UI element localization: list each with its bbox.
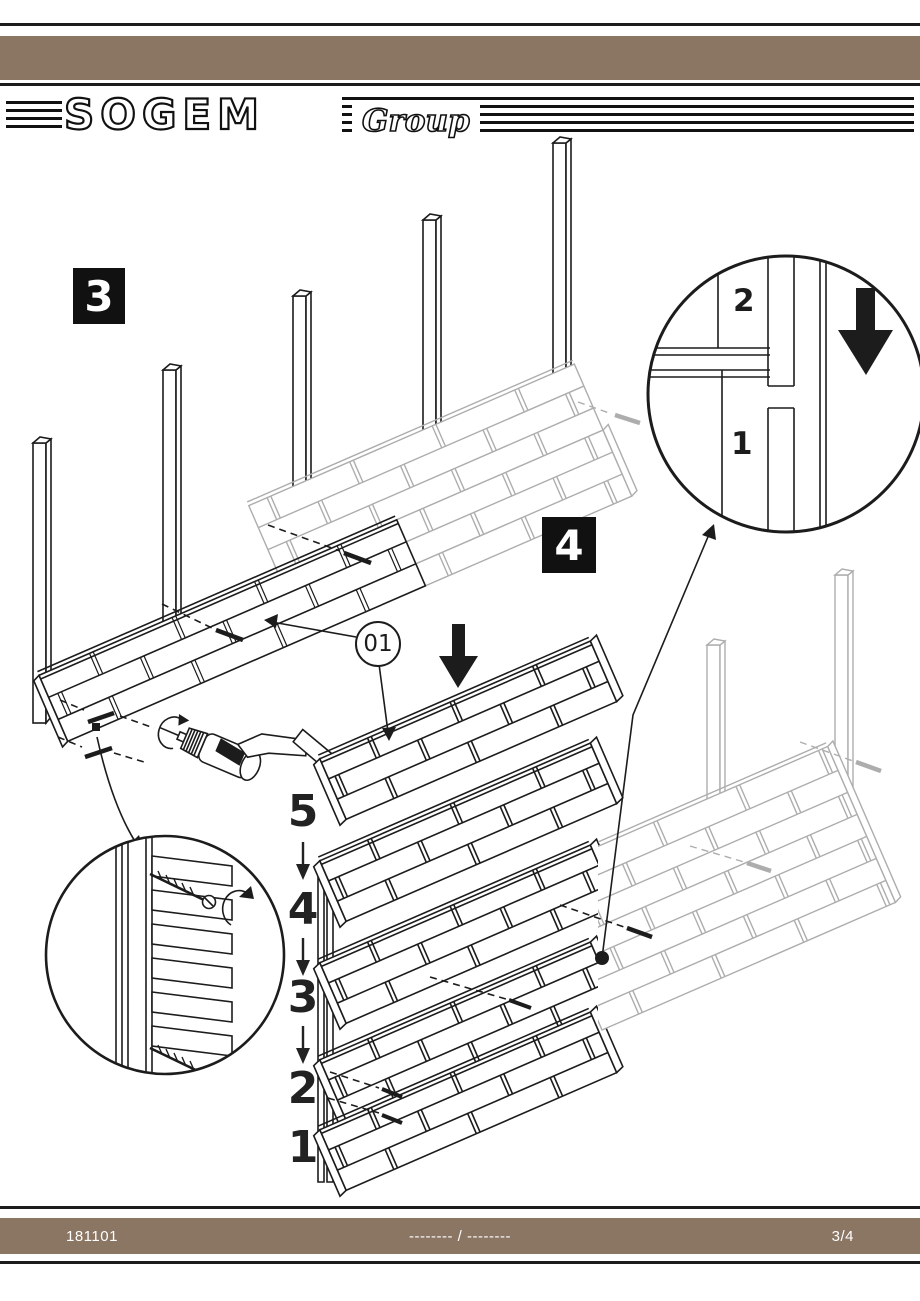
step4-ghost-wall	[598, 739, 902, 1031]
illustration	[32, 136, 920, 1198]
step4-badge: 4	[542, 517, 596, 573]
screw-icon	[626, 925, 653, 940]
step3-badge: 3	[73, 268, 125, 324]
logo-script: Group	[352, 102, 480, 140]
joint-label-lower: 1	[731, 426, 753, 462]
screw-icon	[855, 759, 882, 774]
footer-doc-number: 181101	[66, 1227, 118, 1245]
detail-connector-arrow	[595, 524, 716, 965]
logo-stripe	[342, 129, 914, 132]
screw-icon	[381, 1113, 403, 1125]
sequence-number-2: 2	[287, 1063, 319, 1114]
logo-stripe	[342, 121, 914, 124]
footer-bar: 181101 -------- / -------- 3/4	[0, 1218, 920, 1254]
step4-panel-stack	[310, 633, 627, 1198]
footer-rule-bottom	[0, 1261, 920, 1264]
screw-icon	[149, 870, 217, 910]
footer-rule-top	[0, 1206, 920, 1209]
down-arrow-icon	[296, 842, 310, 880]
header-brand-bar	[0, 36, 920, 80]
logo-stripe	[6, 125, 62, 128]
detail-callout-joint	[646, 254, 920, 534]
footer-page-indicator: 3/4	[831, 1227, 854, 1245]
down-arrow-icon	[296, 1026, 310, 1064]
sequence-number-4: 4	[287, 884, 319, 935]
logo-stripe	[6, 109, 62, 112]
rotation-arrow-icon	[157, 716, 182, 750]
sequence-number-3: 3	[287, 972, 319, 1023]
logo-stripe	[342, 105, 914, 108]
screw-icon	[84, 745, 113, 760]
header-rule-bottom	[0, 83, 920, 86]
header-rule-top	[0, 23, 920, 26]
part-ref-leaders	[264, 614, 396, 741]
detail-callout-fastening	[44, 834, 286, 1076]
logo-stripe	[6, 117, 62, 120]
sequence-arrows	[296, 842, 310, 1064]
step3-fasteners	[57, 524, 372, 763]
joint-down-arrow-icon	[838, 288, 893, 375]
rotation-arrow-icon	[221, 886, 254, 926]
sequence-number-1: 1	[287, 1122, 319, 1173]
logo-stripe	[6, 101, 62, 104]
joint-label-upper: 2	[733, 283, 755, 319]
rotation-arrow-icon	[178, 713, 190, 726]
down-arrow-icon	[296, 938, 310, 976]
footer-date-placeholder: -------- / --------	[409, 1227, 511, 1245]
screw-icon	[87, 710, 115, 725]
fastener-point	[92, 723, 100, 731]
screw-icon	[508, 998, 532, 1010]
logo-wordmark: SOGEM	[63, 89, 265, 140]
step3-wall	[32, 359, 638, 749]
screw-icon	[381, 1087, 403, 1099]
logo-stripe	[342, 113, 914, 116]
insert-down-arrow-icon	[439, 624, 478, 688]
step4-fasteners	[327, 741, 882, 1125]
screw-icon	[343, 550, 372, 566]
sequence-number-5: 5	[287, 786, 319, 837]
screw-icon	[746, 860, 772, 874]
screw-icon	[577, 401, 641, 426]
logo-stripe	[342, 97, 914, 100]
part-ref-01: 01	[355, 621, 401, 667]
screw-icon	[215, 627, 244, 643]
